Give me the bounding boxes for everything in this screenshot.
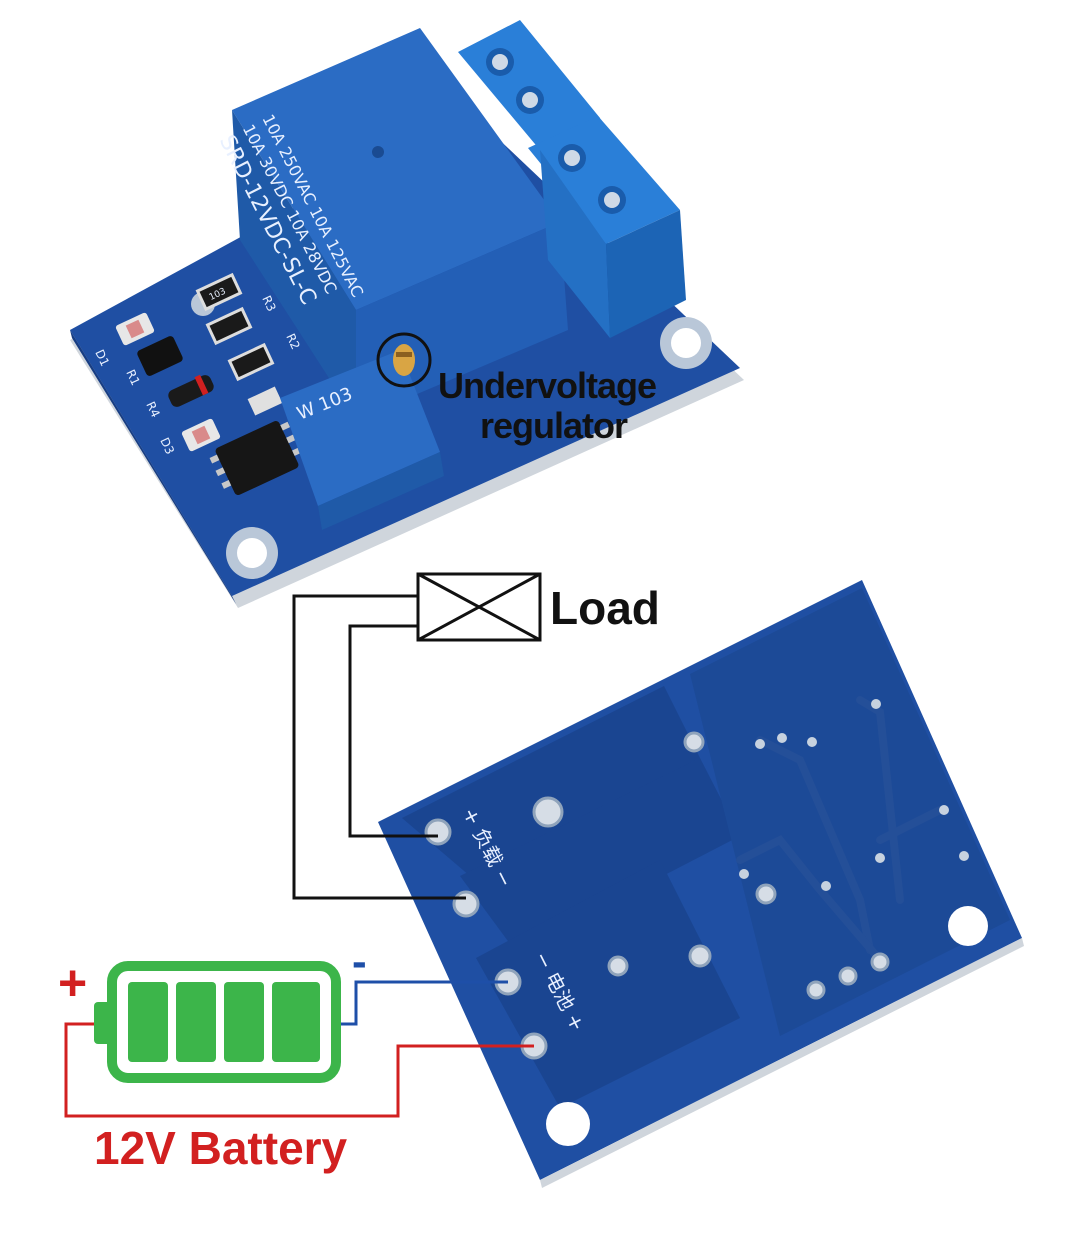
screw-terminal-battery: [528, 116, 686, 338]
load-symbol: [416, 572, 542, 642]
label-r2: R2: [283, 331, 302, 351]
battery-icon: [94, 961, 341, 1083]
adjust-screw-icon: [376, 332, 432, 388]
load-label: Load: [550, 582, 660, 634]
smd-resistor: [205, 306, 253, 346]
label-d3: D3: [157, 435, 177, 456]
smd-led-d1: [115, 312, 155, 346]
load-wires: [292, 594, 466, 900]
battery-plus-sign: +: [58, 955, 87, 1011]
solder-pads: [424, 731, 890, 1060]
smd-resistor: 103: [195, 272, 243, 312]
label-r1: R1: [123, 367, 142, 387]
smd-resistor: [247, 386, 283, 416]
transistor: [137, 336, 183, 376]
smd-led-d3: [181, 418, 221, 452]
label-r4: R4: [143, 399, 162, 419]
battery-label: 12V Battery: [94, 1122, 348, 1174]
relay-board-front: 103 D1 D3 R1 R2 R3 R4: [70, 20, 744, 608]
battery-minus-sign: -: [352, 937, 367, 986]
label-d1: D1: [92, 347, 112, 368]
positive-wire: [64, 1022, 534, 1118]
mounting-hole: [660, 317, 712, 369]
negative-wire: [334, 980, 508, 1026]
relay-board-back: + 负载 − − 电池 +: [378, 580, 1024, 1188]
mounting-hole: [226, 527, 278, 579]
diode: [168, 374, 214, 407]
ic-chip: [209, 420, 302, 496]
potentiometer: W 103: [280, 350, 444, 530]
mounting-hole: [546, 1102, 590, 1146]
undervoltage-label-line1: Undervoltage: [438, 365, 656, 406]
undervoltage-label-line2: regulator: [480, 405, 628, 446]
label-r3: R3: [259, 293, 278, 313]
smd-resistor: [227, 342, 275, 382]
mounting-hole: [948, 906, 988, 946]
